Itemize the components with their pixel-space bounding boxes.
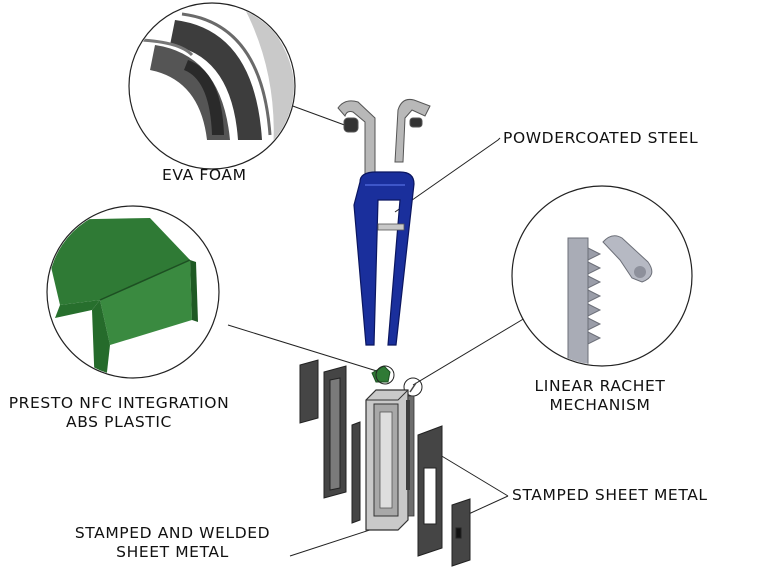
label-rachet-line2: MECHANISM: [549, 396, 651, 414]
abs-clip-part: [371, 365, 423, 397]
label-welded-line1: STAMPED AND WELDED: [74, 524, 271, 542]
label-stamped-sheet-metal: STAMPED SHEET METAL: [512, 486, 708, 504]
label-eva-foam: EVA FOAM: [162, 166, 247, 184]
label-linear-rachet: LINEAR RACHET MECHANISM: [520, 377, 680, 415]
label-rachet-line1: LINEAR RACHET: [534, 377, 666, 395]
powdercoated-steel-part: [353, 171, 415, 346]
rachet-bar-part: [406, 400, 410, 490]
left-sheet-metal-plates: [299, 359, 361, 524]
abs-plastic-detail-circle: [46, 205, 220, 379]
label-stamped-welded: STAMPED AND WELDED SHEET METAL: [55, 524, 290, 562]
label-presto-line2: ABS PLASTIC: [66, 413, 172, 431]
label-powdercoated-steel: POWDERCOATED STEEL: [503, 129, 699, 147]
label-welded-line2: SHEET METAL: [116, 543, 229, 561]
leader-powdercoated-steel: [394, 137, 501, 213]
label-presto-nfc: PRESTO NFC INTEGRATION ABS PLASTIC: [2, 394, 236, 432]
leader-eva-foam: [289, 104, 351, 128]
housing-part: [365, 389, 415, 531]
leader-stamped-sheet-metal-a: [439, 454, 509, 497]
eva-foam-detail-circle: [128, 2, 296, 170]
leader-rachet: [412, 317, 526, 386]
label-presto-line1: PRESTO NFC INTEGRATION: [8, 394, 230, 412]
rachet-detail-circle: [511, 185, 693, 367]
grip-hooks: [337, 99, 431, 176]
leader-presto-nfc: [227, 324, 381, 373]
leader-lines: [227, 104, 526, 557]
right-sheet-metal-plates: [417, 425, 471, 567]
